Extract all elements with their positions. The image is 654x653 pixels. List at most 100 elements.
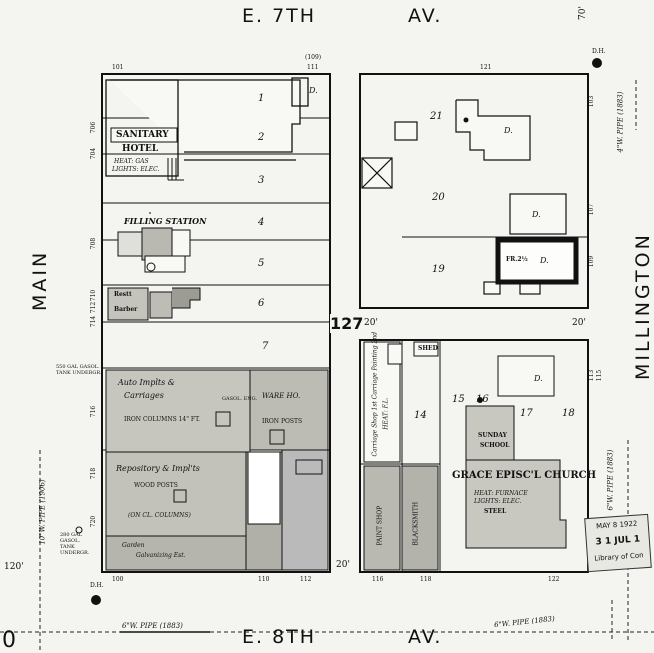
- filling-station-label: FILLING STATION: [124, 216, 207, 226]
- fr-house: [495, 237, 579, 285]
- dwelling-mark-e4: D.: [534, 374, 543, 383]
- hydrant-label-ne: D.H.: [592, 48, 606, 55]
- lot-19: 19: [432, 264, 445, 275]
- addr-112: 112: [300, 576, 312, 583]
- east-north-buildings: [361, 99, 567, 295]
- lot-21: 21: [430, 111, 443, 122]
- pipe-left: 10"W. PIPE (1906): [38, 479, 47, 545]
- addr-122: 122: [548, 576, 560, 583]
- lot-5: 5: [258, 258, 265, 269]
- on-cl-columns-label: (ON CL. COLUMNS): [128, 512, 191, 519]
- lot-3: 3: [258, 175, 265, 186]
- street-left: MAIN: [29, 249, 51, 311]
- addr-113: 113: [588, 369, 596, 382]
- addr-103: 103: [588, 95, 596, 108]
- width-top: 70': [577, 6, 588, 20]
- barber-label: Barber: [114, 306, 138, 313]
- sunday-school-label-2: SCHOOL: [480, 442, 510, 449]
- addr-708: 708: [90, 237, 98, 250]
- hydrant-label-sw: D.H.: [90, 582, 104, 589]
- iron-columns-label: IRON COLUMNS 14" FT.: [124, 416, 201, 423]
- lot-2: 2: [258, 132, 265, 143]
- addr-706: 706: [90, 121, 98, 134]
- blacksmith-label: BLACKSMITH: [412, 501, 420, 546]
- garden-label: Garden: [122, 542, 145, 549]
- library-stamp: MAY 8 1922 3 1 JUL 1 Library of Con: [584, 513, 652, 573]
- street-bottom-left: E. 8TH: [242, 626, 317, 648]
- iron-posts-label: IRON POSTS: [262, 418, 303, 425]
- galvanizing-label: Galvanizing Est.: [136, 552, 186, 559]
- dwelling-mark-e3: D.: [540, 256, 549, 265]
- addr-115: 115: [596, 369, 604, 382]
- hotel-label: HOTEL: [122, 144, 159, 154]
- stamp-line-3: Library of Con: [594, 551, 644, 563]
- lot-4: 4: [258, 217, 265, 228]
- steel-label: STEEL: [484, 508, 507, 515]
- addr-714: 714: [90, 315, 98, 328]
- paint-shop-label: PAINT SHOP: [376, 505, 384, 546]
- dwelling-mark-e1: D.: [504, 126, 513, 135]
- lot-16: 16: [476, 394, 489, 405]
- lot-18: 18: [562, 408, 575, 419]
- east-block-south: [359, 339, 589, 573]
- hotel-heat: HEAT: GAS: [114, 158, 149, 165]
- street-right: MILLINGTON: [632, 232, 654, 380]
- addr-107: 107: [588, 203, 596, 216]
- addr-710: 710: [90, 289, 98, 302]
- hydrant-nw: [91, 595, 101, 605]
- church-building: [465, 405, 567, 549]
- width-left: 120': [4, 562, 24, 572]
- gas-tank-label: 550 GAL GASOL. TANK UNDERGR.: [56, 364, 102, 376]
- lot-20: 20: [432, 192, 445, 203]
- church-lights: LIGHTS: ELEC.: [474, 498, 522, 505]
- pipe-top-right: 4"W. PIPE (1883): [616, 91, 625, 153]
- heat-label: HEAT: F.L.: [382, 397, 390, 430]
- width-middle-right: 20': [572, 318, 586, 328]
- gas-tank-label-2: 280 GAL GASOL. TANK UNDERGR.: [60, 532, 90, 556]
- addr-118: 118: [420, 576, 432, 583]
- addr-110: 110: [258, 576, 270, 583]
- east-block-north: [359, 73, 589, 309]
- wood-posts-label: WOOD POSTS: [134, 482, 178, 489]
- addr-100: 100: [112, 576, 124, 583]
- pipe-right-lower: 6"W. PIPE (1883): [606, 449, 615, 511]
- church-heat: HEAT: FURNACE: [474, 490, 528, 497]
- corner-glyph: 0: [2, 628, 16, 653]
- addr-716: 716: [90, 405, 98, 418]
- lot-17: 17: [520, 408, 533, 419]
- addr-121: 121: [480, 64, 492, 71]
- dwelling-mark-w1: D.: [309, 86, 318, 95]
- hydrant-ne: [592, 58, 602, 68]
- wareho-label: WARE HO.: [262, 392, 301, 400]
- addr-109: (109): [305, 54, 322, 61]
- street-top-right: AV.: [408, 5, 443, 27]
- width-middle-top: 20': [364, 318, 378, 328]
- church-label: GRACE EPISC'L CHURCH: [452, 470, 597, 481]
- repository-label: Repository & Impl'ts: [116, 464, 200, 473]
- addr-116: 116: [372, 576, 384, 583]
- dwelling-mark-e2: D.: [532, 210, 541, 219]
- fr-label: FR.2½: [506, 256, 528, 263]
- width-bottom-middle: 20': [336, 560, 350, 570]
- hotel-stairs: [167, 158, 184, 181]
- lot-15: 15: [452, 394, 465, 405]
- street-bottom-right: AV.: [408, 626, 443, 648]
- carriages-label: Carriages: [124, 391, 164, 400]
- hotel-name: SANITARY: [116, 130, 169, 140]
- auto-implts-label: Auto Implts &: [118, 378, 175, 387]
- sunday-school-label-1: SUNDAY: [478, 432, 507, 439]
- lot-7: 7: [262, 341, 269, 352]
- lot-14: 14: [414, 410, 427, 421]
- carriage-shop-label: Carriage Shop 1st Carriage Painting 2nd: [371, 331, 379, 457]
- addr-111: 111: [307, 64, 319, 71]
- shaded-shops: [363, 465, 439, 571]
- open-yard: [247, 451, 281, 525]
- gasol-engine-label: GASOL. ENG.: [222, 396, 258, 402]
- shed-label: SHED: [418, 345, 438, 352]
- restaurant-barber: [107, 287, 201, 321]
- lot-1: 1: [258, 93, 265, 104]
- hotel-name-box: [110, 127, 178, 143]
- east-south-buildings: [363, 341, 555, 463]
- street-top-left: E. 7TH: [242, 5, 317, 27]
